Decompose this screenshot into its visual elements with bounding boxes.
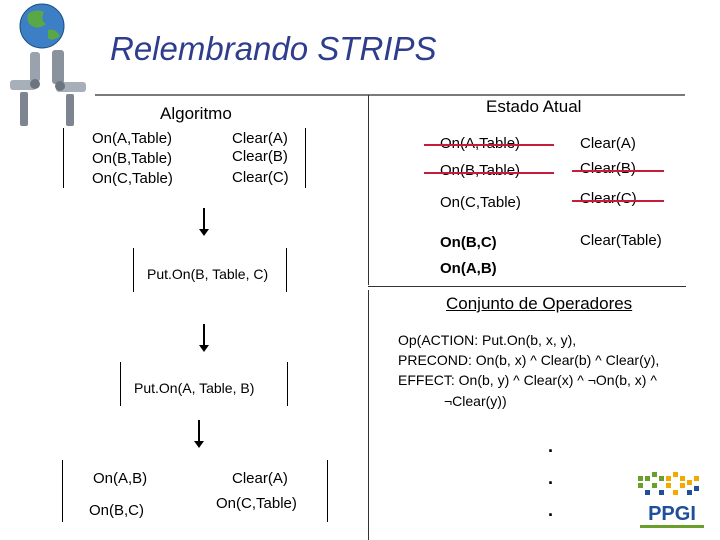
initial-left-2: On(C,Table) — [92, 170, 173, 187]
ellipsis-dot: . — [548, 436, 554, 456]
ellipsis-dot: . — [548, 468, 554, 488]
operator-line-2: EFFECT: On(b, y) ^ Clear(x) ^ ¬On(b, x) … — [398, 372, 657, 388]
ppgi-logo: PPGI — [638, 472, 704, 528]
final-right-1: On(C,Table) — [216, 495, 297, 512]
operators-header: Conjunto de Operadores — [446, 294, 633, 313]
algorithm-header: Algoritmo — [160, 104, 232, 123]
strike-line — [572, 200, 664, 202]
operator-line-1: PRECOND: On(b, x) ^ Clear(b) ^ Clear(y), — [398, 352, 660, 368]
final-state-box — [62, 460, 328, 522]
strike-line — [572, 170, 664, 172]
final-right-0: Clear(A) — [232, 470, 288, 487]
state-left-4: On(A,B) — [440, 260, 497, 277]
state-left-3: On(B,C) — [440, 234, 497, 251]
strike-line — [424, 144, 554, 146]
ppgi-logo-text: PPGI — [648, 503, 696, 525]
initial-right-1: Clear(B) — [232, 148, 288, 165]
vertical-divider — [368, 95, 369, 285]
arrow-down-icon — [199, 324, 209, 352]
arrow-down-icon — [194, 420, 204, 448]
step2-box — [120, 362, 288, 406]
state-right-0: Clear(A) — [580, 135, 636, 152]
page-title: Relembrando STRIPS — [110, 30, 437, 67]
final-left-1: On(B,C) — [89, 502, 145, 519]
operator-line-3: ¬Clear(y)) — [444, 393, 507, 409]
state-left-1: On(B,Table) — [440, 162, 521, 179]
top-divider — [95, 94, 685, 96]
step1-label: Put.On(B, Table, C) — [147, 266, 269, 282]
state-right-1: Clear(B) — [580, 160, 636, 177]
state-right-3: Clear(Table) — [580, 232, 662, 249]
state-right-2: Clear(C) — [580, 190, 637, 207]
initial-right-2: Clear(C) — [232, 169, 289, 186]
initial-left-0: On(A,Table) — [92, 130, 173, 147]
strike-line — [424, 172, 554, 174]
initial-right-0: Clear(A) — [232, 130, 288, 147]
arrow-down-icon — [199, 208, 209, 236]
step1-box — [133, 248, 287, 292]
robot-globe-icon — [10, 3, 86, 126]
initial-state-box — [63, 128, 306, 188]
state-left-0: On(A,Table) — [440, 135, 520, 153]
state-left-2: On(C,Table) — [440, 194, 521, 211]
initial-left-1: On(B,Table) — [92, 150, 173, 167]
final-left-0: On(A,B) — [93, 470, 148, 487]
right-divider — [368, 286, 686, 287]
current-state-header: Estado Atual — [486, 97, 582, 116]
ellipsis-dot: . — [548, 500, 554, 520]
vertical-divider-lower — [368, 290, 369, 540]
operator-line-0: Op(ACTION: Put.On(b, x, y), — [398, 332, 577, 348]
step2-label: Put.On(A, Table, B) — [134, 380, 255, 396]
